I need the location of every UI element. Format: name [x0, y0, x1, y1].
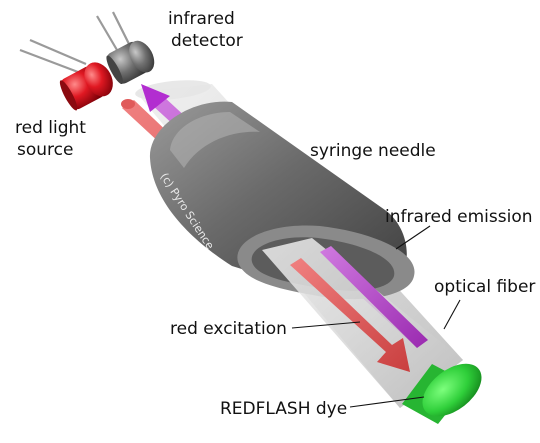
- leader-infrared-emission: [395, 225, 431, 250]
- label-redflash-dye: REDFLASH dye: [220, 399, 347, 419]
- red-led-pins: [19, 38, 87, 74]
- label-infrared-emission: infrared emission: [385, 207, 533, 227]
- label-red-light-source: red light source: [15, 118, 91, 160]
- leader-redflash-dye: [349, 396, 425, 408]
- label-red-excitation: red excitation: [170, 319, 287, 339]
- label-optical-fiber: optical fiber: [434, 277, 535, 297]
- red-led-icon: [59, 62, 113, 111]
- label-syringe-needle: syringe needle: [310, 141, 436, 161]
- detector-pins: [96, 11, 131, 51]
- leader-optical-fiber: [443, 299, 461, 330]
- infrared-emission-arrowhead: [141, 84, 170, 112]
- redflash-dye-icon: [402, 363, 482, 424]
- leader-red-excitation: [291, 321, 361, 329]
- label-infrared-detector: infrared detector: [168, 9, 243, 51]
- infrared-detector-icon: [106, 40, 155, 85]
